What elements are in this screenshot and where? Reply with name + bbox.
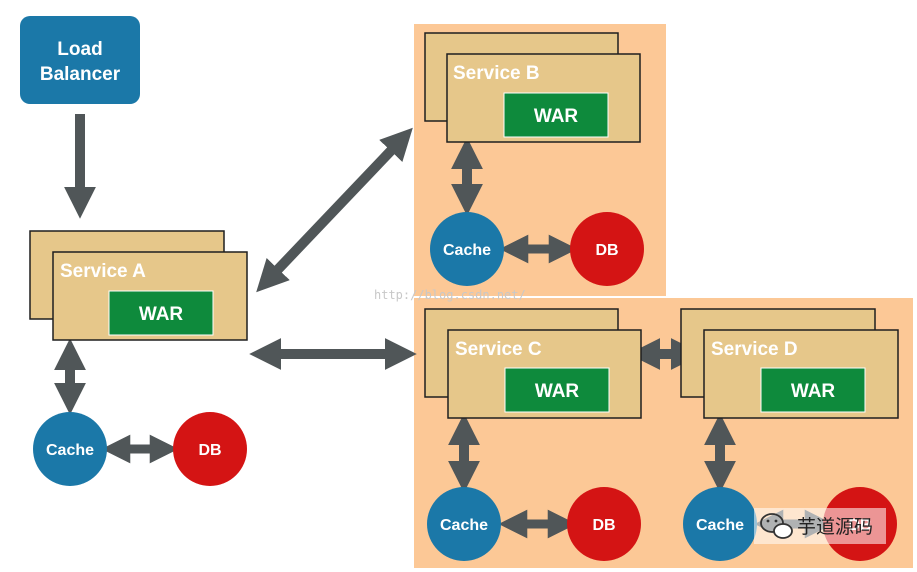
load-balancer-label-line1: Load	[57, 39, 102, 60]
service-a-cache	[33, 412, 107, 486]
service-c-db-label: DB	[592, 517, 615, 534]
service-c: Service C WAR	[424, 308, 642, 419]
service-a-war	[108, 290, 214, 336]
service-b-db-label: DB	[595, 242, 618, 259]
service-a-db-label: DB	[198, 442, 221, 459]
load-balancer-label-line2: Balancer	[40, 64, 121, 85]
service-a-war-label: WAR	[139, 304, 184, 325]
service-b-db	[570, 212, 644, 286]
wechat-icon	[760, 513, 793, 539]
brand-name: 芋道源码	[797, 516, 873, 538]
service-b: Service B WAR	[424, 32, 641, 143]
service-d-title: Service D	[711, 339, 798, 360]
service-c-war	[504, 367, 610, 413]
service-b-cache-label: Cache	[443, 242, 491, 259]
service-d-war	[760, 367, 866, 413]
load-balancer: Load Balancer	[20, 16, 140, 104]
service-b-cache	[430, 212, 504, 286]
service-b-war-label: WAR	[534, 106, 579, 127]
service-d-cache-label: Cache	[696, 517, 744, 534]
service-a: Service A WAR	[29, 230, 248, 341]
service-d-cache	[683, 487, 757, 561]
service-a-title: Service A	[60, 261, 146, 282]
service-d-war-label: WAR	[791, 381, 836, 402]
brand-overlay: 芋道源码	[754, 508, 886, 544]
service-b-title: Service B	[453, 63, 540, 84]
service-a-cache-label: Cache	[46, 442, 94, 459]
service-c-db	[567, 487, 641, 561]
watermark-url: http://blog.csdn.net/	[374, 288, 526, 302]
service-c-title: Service C	[455, 339, 542, 360]
service-c-war-label: WAR	[535, 381, 580, 402]
service-d: Service D WAR	[680, 308, 899, 419]
service-a-db	[173, 412, 247, 486]
service-b-war	[503, 92, 609, 138]
service-c-cache-label: Cache	[440, 517, 488, 534]
arrow-service-a-b	[256, 127, 413, 293]
service-c-cache	[427, 487, 501, 561]
